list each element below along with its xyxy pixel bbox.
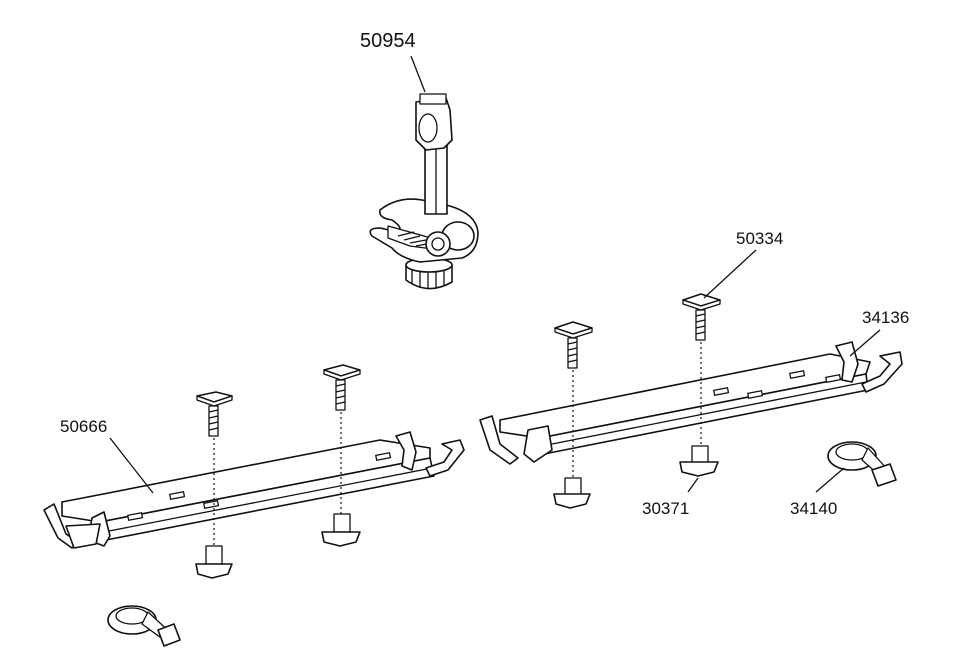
label-30371: 30371 [642, 499, 689, 518]
label-50334: 50334 [736, 229, 783, 248]
strap-left [107, 605, 181, 647]
clamp-assembly-50954 [369, 55, 479, 290]
bolt-left-2 [323, 364, 361, 514]
t-nut-30371 [679, 445, 719, 493]
label-34136: 34136 [862, 308, 909, 327]
label-50666: 50666 [60, 417, 107, 436]
bolt-left-1 [196, 391, 233, 546]
label-34140: 34140 [790, 499, 837, 518]
rail-34136 [479, 329, 903, 465]
t-nut-left-2 [321, 513, 361, 547]
t-nut-right-1 [553, 477, 591, 509]
bolt-50334 [682, 249, 757, 446]
rail-50666 [43, 431, 465, 549]
label-50954: 50954 [360, 30, 416, 52]
strap-34140 [815, 441, 897, 493]
t-nut-left-1 [195, 545, 233, 579]
bolt-right-1 [554, 321, 593, 478]
